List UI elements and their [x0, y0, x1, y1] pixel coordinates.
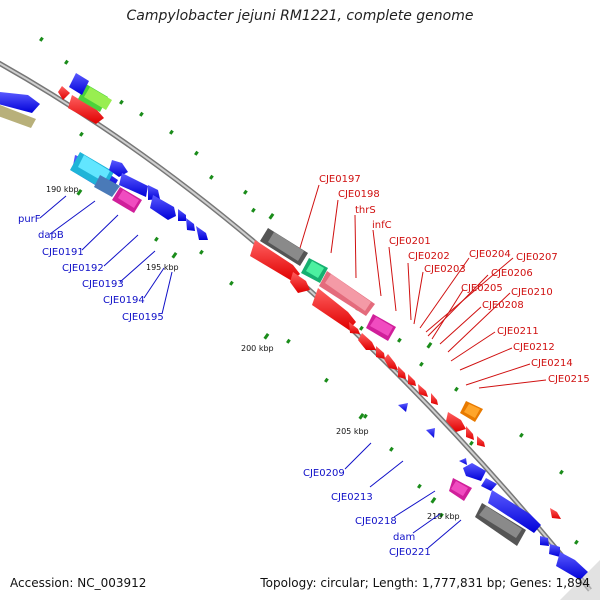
gene-label-CJE0212: CJE0212	[513, 342, 555, 353]
forward-strand-features	[58, 84, 561, 519]
gene-label-CJE0213: CJE0213	[331, 492, 373, 503]
reverse-strand-features	[0, 73, 588, 580]
gene-label-CJE0198: CJE0198	[338, 189, 380, 200]
scale-label-205: 205 kbp	[336, 427, 369, 436]
scale-labels: 190 kbp 195 kbp 200 kbp 205 kbp 210 kbp	[46, 185, 460, 521]
corner-fade	[560, 560, 600, 600]
gene-label-CJE0194: CJE0194	[103, 295, 145, 306]
gene-label-CJE0207: CJE0207	[516, 252, 558, 263]
gene-label-CJE0197: CJE0197	[319, 174, 361, 185]
gene-label-CJE0209: CJE0209	[303, 468, 345, 479]
gene-label-dapB: dapB	[38, 230, 64, 241]
scale-label-190: 190 kbp	[46, 185, 79, 194]
tick-tracks	[39, 36, 579, 545]
gene-label-thrS: thrS	[355, 205, 376, 216]
gene-label-CJE0201: CJE0201	[389, 236, 431, 247]
gene-label-CJE0203: CJE0203	[424, 264, 466, 275]
gene-label-CJE0218: CJE0218	[355, 516, 397, 527]
gene-label-CJE0208: CJE0208	[482, 300, 524, 311]
gene-label-CJE0206: CJE0206	[491, 268, 533, 279]
reverse-gene-leaders	[39, 195, 462, 549]
genome-summary: Topology: circular; Length: 1,777,831 bp…	[260, 576, 590, 590]
gene-label-CJE0210: CJE0210	[511, 287, 553, 298]
reverse-gene-labels: purF dapB CJE0191 CJE0192 CJE0193 CJE019…	[18, 214, 431, 558]
gene-label-dam: dam	[393, 532, 415, 543]
scale-label-200: 200 kbp	[241, 344, 274, 353]
gene-label-CJE0204: CJE0204	[469, 249, 511, 260]
gene-label-CJE0192: CJE0192	[62, 263, 104, 274]
gene-label-CJE0202: CJE0202	[408, 251, 450, 262]
gene-label-CJE0205: CJE0205	[461, 283, 503, 294]
gene-label-CJE0193: CJE0193	[82, 279, 124, 290]
scale-label-195: 195 kbp	[146, 263, 179, 272]
scale-label-210: 210 kbp	[427, 512, 460, 521]
forward-gene-labels: CJE0197 CJE0198 thrS infC CJE0201 CJE020…	[319, 174, 590, 385]
forward-gene-leaders	[299, 184, 547, 389]
gene-label-CJE0191: CJE0191	[42, 247, 84, 258]
gene-label-infC: infC	[372, 220, 392, 231]
accession-text: Accession: NC_003912	[10, 576, 147, 590]
map-title: Campylobacter jejuni RM1221, complete ge…	[126, 8, 474, 24]
gene-label-purF: purF	[18, 214, 41, 225]
gene-label-CJE0195: CJE0195	[122, 312, 164, 323]
gene-label-CJE0211: CJE0211	[497, 326, 539, 337]
gene-label-CJE0215: CJE0215	[548, 374, 590, 385]
gene-label-CJE0221: CJE0221	[389, 547, 431, 558]
gene-label-CJE0214: CJE0214	[531, 358, 573, 369]
